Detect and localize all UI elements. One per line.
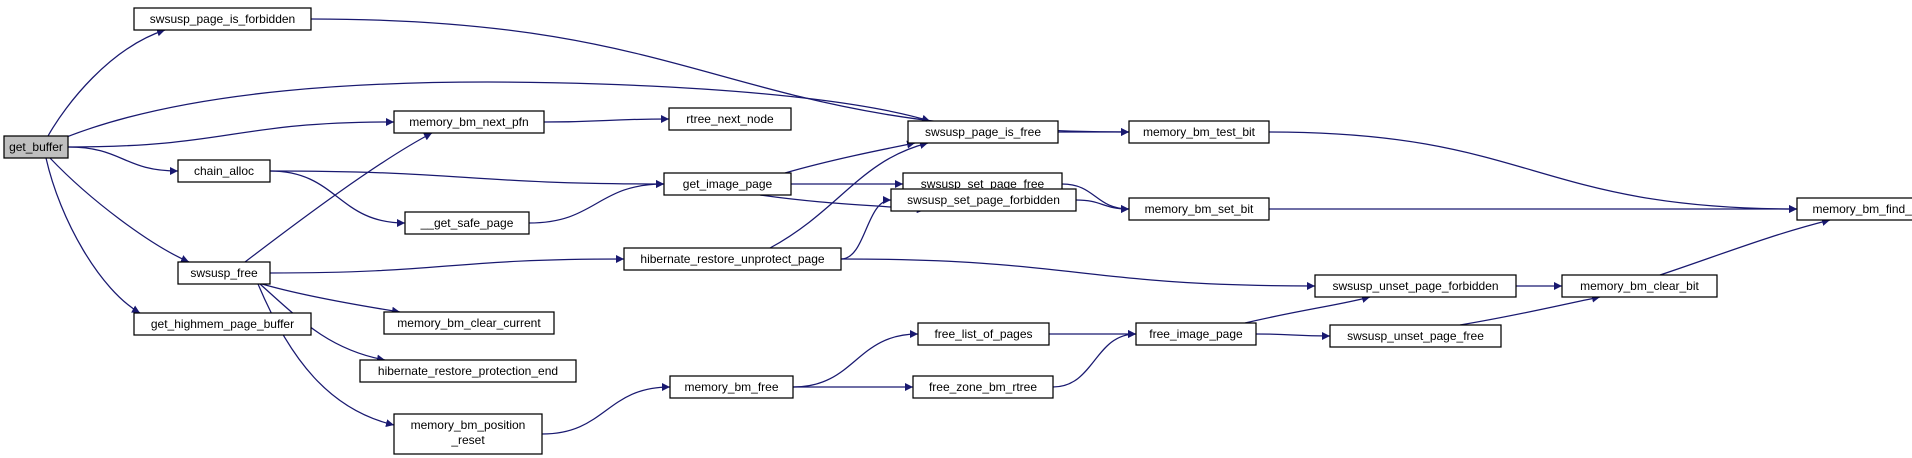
node-swsusp-unset-page-forbidden[interactable]: swsusp_unset_page_forbidden: [1314, 274, 1517, 298]
node-label: swsusp_set_page_forbidden: [907, 193, 1060, 207]
call-edge-memory-bm-clear-bit-to-memory-bm-find-bit: [1659, 218, 1831, 276]
node-label: __get_safe_page: [420, 216, 514, 230]
node-rtree-next-node[interactable]: rtree_next_node: [668, 107, 792, 131]
node-memory-bm-find-bit[interactable]: memory_bm_find_bit: [1796, 197, 1912, 221]
node-memory-bm-test-bit[interactable]: memory_bm_test_bit: [1128, 120, 1270, 144]
call-edge-memory-bm-next-pfn-to-rtree-next-node: [543, 115, 670, 124]
node-label: swsusp_free: [190, 266, 258, 280]
call-edge-get-buffer-to-chain-alloc: [67, 146, 179, 175]
node-label: swsusp_unset_page_forbidden: [1332, 279, 1498, 293]
call-edge-free-image-page-to-swsusp-unset-page-free: [1255, 331, 1331, 340]
node-label: hibernate_restore_protection_end: [378, 364, 558, 378]
call-edge-get-buffer-to-swsusp-free: [49, 157, 190, 263]
node-swsusp-set-page-forbidden[interactable]: swsusp_set_page_forbidden: [890, 188, 1077, 212]
node-memory-bm-next-pfn[interactable]: memory_bm_next_pfn: [393, 110, 545, 134]
function-nodes: get_buffer swsusp_page_is_forbiddenmemory…: [3, 7, 1912, 455]
node-label: get_buffer: [9, 140, 63, 154]
call-edges: [45, 18, 1831, 435]
node-label: chain_alloc: [194, 164, 254, 178]
call-edge-get-buffer-to-get-highmem-page-buffer: [45, 157, 141, 314]
node-label: swsusp_set_page_free: [921, 177, 1045, 191]
node-label: swsusp_unset_page_free: [1347, 329, 1484, 343]
node-free-zone-bm-rtree[interactable]: free_zone_bm_rtree: [912, 375, 1054, 399]
node-label: free_zone_bm_rtree: [929, 380, 1037, 394]
node-label: free_list_of_pages: [934, 327, 1032, 341]
node-memory-bm-free[interactable]: memory_bm_free: [669, 375, 794, 399]
node-get-highmem-page-buffer[interactable]: get_highmem_page_buffer: [133, 312, 312, 336]
node-label: memory_bm_position: [411, 418, 526, 432]
call-edge-get-buffer-to-memory-bm-next-pfn: [67, 118, 395, 148]
node-label: hibernate_restore_unprotect_page: [640, 252, 824, 266]
call-edge-swsusp-free-to-hibernate-restore-protection-end: [259, 283, 386, 363]
node-memory-bm-position-reset[interactable]: memory_bm_position_reset: [393, 413, 543, 455]
node-swsusp-unset-page-free[interactable]: swsusp_unset_page_free: [1329, 324, 1502, 348]
node-get-image-page[interactable]: get_image_page: [663, 172, 792, 196]
call-edge-hibernate-restore-unprotect-page-to-swsusp-set-page-forbidden: [840, 196, 892, 260]
call-edge-swsusp-free-to-hibernate-restore-unprotect-page: [269, 255, 625, 274]
call-edge-memory-bm-position-reset-to-memory-bm-free: [541, 383, 671, 435]
node-label: get_highmem_page_buffer: [151, 317, 294, 331]
node-label: memory_bm_clear_bit: [1580, 279, 1699, 293]
call-edge-free-image-page-to-swsusp-unset-page-forbidden: [1244, 295, 1371, 324]
node---get-safe-page[interactable]: __get_safe_page: [404, 211, 530, 235]
call-edge-swsusp-free-to-memory-bm-position-reset: [257, 283, 395, 428]
call-edge-get-image-page-to-swsusp-page-is-free: [784, 140, 916, 174]
node-hibernate-restore-protection-end[interactable]: hibernate_restore_protection_end: [359, 359, 577, 383]
node-hibernate-restore-unprotect-page[interactable]: hibernate_restore_unprotect_page: [623, 247, 842, 271]
node-label: swsusp_page_is_forbidden: [150, 12, 295, 26]
call-edge-free-zone-bm-rtree-to-free-image-page: [1052, 330, 1137, 388]
call-edge-get-buffer-to-swsusp-page-is-forbidden: [47, 28, 166, 137]
node-free-list-of-pages[interactable]: free_list_of_pages: [917, 322, 1050, 346]
node-swsusp-page-is-forbidden[interactable]: swsusp_page_is_forbidden: [133, 7, 312, 31]
call-edge-hibernate-restore-unprotect-page-to-swsusp-unset-page-forbidden: [840, 258, 1316, 290]
call-edge-memory-bm-test-bit-to-memory-bm-find-bit: [1268, 131, 1798, 213]
call-edge---get-safe-page-to-get-image-page: [528, 180, 665, 224]
node-label: get_image_page: [683, 177, 773, 191]
node-label: memory_bm_test_bit: [1143, 125, 1256, 139]
node-chain-alloc[interactable]: chain_alloc: [177, 159, 271, 183]
node-label: memory_bm_set_bit: [1145, 202, 1254, 216]
node-memory-bm-set-bit[interactable]: memory_bm_set_bit: [1128, 197, 1270, 221]
call-edge-get-buffer-to-swsusp-page-is-free: [63, 81, 931, 139]
node-label: _reset: [450, 433, 485, 447]
node-memory-bm-clear-current[interactable]: memory_bm_clear_current: [383, 311, 555, 335]
node-label: memory_bm_clear_current: [397, 316, 541, 330]
node-label: memory_bm_next_pfn: [409, 115, 528, 129]
call-edge-memory-bm-free-to-free-list-of-pages: [792, 330, 919, 388]
node-label: memory_bm_free: [684, 380, 778, 394]
node-label: rtree_next_node: [686, 112, 774, 126]
node-swsusp-free[interactable]: swsusp_free: [177, 261, 271, 285]
call-edge-hibernate-restore-unprotect-page-to-swsusp-page-is-free: [769, 141, 929, 249]
node-free-image-page[interactable]: free_image_page: [1135, 322, 1257, 346]
node-label: memory_bm_find_bit: [1812, 202, 1912, 216]
node-label: swsusp_page_is_free: [925, 125, 1041, 139]
node-label: free_image_page: [1149, 327, 1243, 341]
node-memory-bm-clear-bit[interactable]: memory_bm_clear_bit: [1561, 274, 1718, 298]
call-edge-swsusp-set-page-forbidden-to-memory-bm-set-bit: [1075, 199, 1130, 213]
call-edge-chain-alloc-to---get-safe-page: [269, 170, 406, 227]
call-edge-swsusp-free-to-memory-bm-clear-current: [261, 283, 401, 315]
call-edge-swsusp-free-to-memory-bm-next-pfn: [244, 132, 433, 263]
call-edge-chain-alloc-to-get-image-page: [269, 170, 665, 188]
node-get-buffer[interactable]: get_buffer: [3, 135, 69, 159]
node-swsusp-page-is-free[interactable]: swsusp_page_is_free: [907, 120, 1059, 144]
call-edge-swsusp-unset-page-free-to-memory-bm-clear-bit: [1459, 294, 1601, 326]
